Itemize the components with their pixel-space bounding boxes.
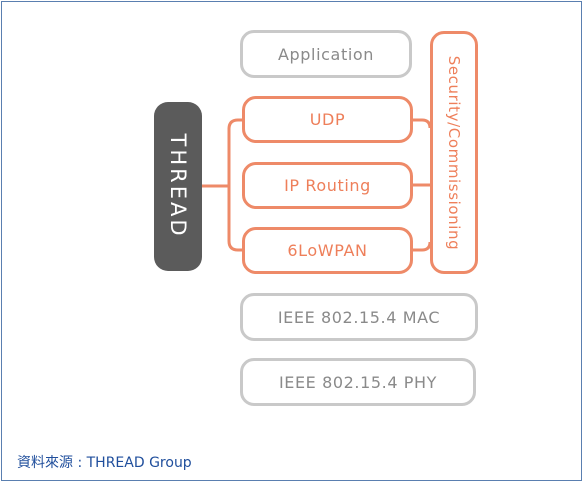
layer-ip-routing-label: IP Routing [284, 176, 371, 195]
thread-logo-text: THREAD [166, 132, 190, 238]
layer-application: Application [240, 30, 412, 78]
security-commissioning-label: Security/Commissioning [445, 55, 463, 250]
layer-6lowpan: 6LoWPAN [242, 227, 413, 274]
thread-logo-icon: THREAD [166, 132, 190, 238]
thread-brand-block: THREAD [154, 102, 202, 271]
sixlowpan-right-connector [411, 241, 432, 252]
layer-ieee-mac: IEEE 802.15.4 MAC [240, 293, 478, 341]
layer-ieee-mac-label: IEEE 802.15.4 MAC [277, 307, 441, 327]
layer-6lowpan-label: 6LoWPAN [287, 241, 368, 260]
source-caption: 資料來源 : THREAD Group [17, 455, 192, 471]
layer-ieee-phy-label: IEEE 802.15.4 PHY [278, 372, 438, 392]
layer-udp-label: UDP [309, 110, 346, 129]
security-commissioning-block: Security/Commissioning [430, 31, 478, 274]
layer-udp: UDP [242, 96, 413, 143]
layer-application-label: Application [278, 44, 374, 64]
left-bracket [227, 118, 243, 252]
layer-ieee-phy: IEEE 802.15.4 PHY [240, 358, 476, 406]
layer-ip-routing: IP Routing [242, 162, 413, 209]
udp-right-connector [411, 118, 432, 129]
